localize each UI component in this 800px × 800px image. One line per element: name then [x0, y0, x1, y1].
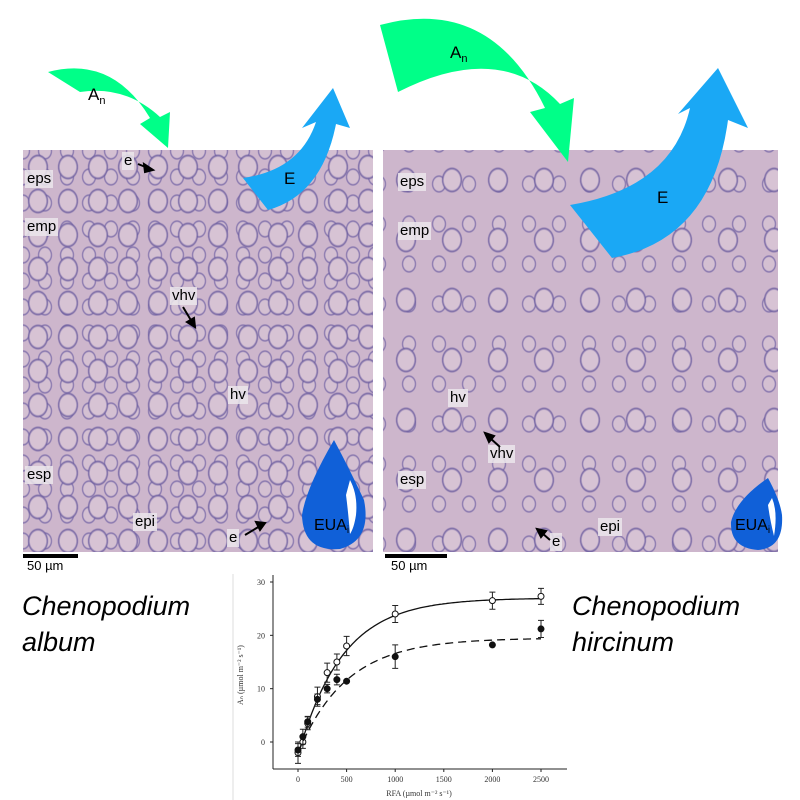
data-point-series-1 [304, 718, 312, 726]
data-point-series-0 [391, 610, 399, 618]
label-epi: epi [598, 518, 623, 536]
label-eps: eps [25, 170, 54, 188]
pointer-arrows [137, 161, 551, 541]
fit-line-series-1 [297, 638, 541, 753]
e-label-left: E [284, 169, 295, 188]
y-tick-label: 10 [257, 685, 265, 694]
e-label-right: E [657, 188, 668, 207]
scale-bar [23, 554, 78, 558]
x-axis-label: RFA (µmol m⁻² s⁻¹) [386, 789, 452, 798]
species-epithet: hircinum [572, 627, 675, 657]
arrow-icon [244, 525, 261, 536]
species-epithet: album [22, 627, 96, 657]
x-tick-label: 0 [296, 775, 300, 784]
an-arrow-icon [48, 68, 170, 148]
an-label-left: An [88, 85, 105, 107]
label-hv: hv [228, 386, 248, 404]
x-tick-label: 2000 [484, 775, 500, 784]
data-point-series-0 [537, 592, 545, 600]
an-arrow-icon [380, 18, 574, 162]
x-tick-label: 1500 [436, 775, 452, 784]
water-drop-icon: EUAi [302, 440, 366, 550]
data-point-series-1 [537, 625, 545, 633]
species-genus: Chenopodium [572, 591, 741, 621]
data-point-series-1 [391, 653, 399, 661]
data-point-series-0 [488, 597, 496, 605]
eua-label: EUAi [314, 517, 349, 536]
y-tick-label: 0 [261, 738, 265, 747]
an-label-right: An [450, 43, 467, 65]
scale-label: 50 µm [27, 558, 64, 573]
arrow-icon [535, 527, 548, 539]
scale-bar [385, 554, 447, 558]
micrograph-chenopodium-album [23, 150, 373, 552]
x-tick-label: 1000 [387, 775, 403, 784]
label-e-bottom: e [550, 533, 563, 551]
data-point-series-1 [343, 677, 351, 685]
y-tick-label: 20 [257, 631, 265, 640]
data-point-series-0 [323, 669, 331, 677]
x-tick-label: 2500 [533, 775, 549, 784]
label-eps: eps [398, 173, 427, 191]
data-point-series-0 [333, 658, 341, 666]
data-point-series-1 [294, 746, 302, 754]
label-esp: esp [398, 471, 427, 489]
label-epi: epi [133, 513, 158, 531]
eua-label: EUAi [735, 517, 770, 536]
data-point-series-1 [299, 733, 307, 741]
arrow-icon [254, 520, 267, 532]
fit-line-series-0 [297, 597, 542, 756]
label-emp: emp [25, 218, 59, 236]
species-genus: Chenopodium [22, 591, 191, 621]
arrow-icon [483, 431, 496, 444]
data-point-series-1 [323, 685, 331, 693]
label-e-top: e [122, 152, 135, 170]
label-hv: hv [448, 389, 468, 407]
x-tick-label: 500 [341, 775, 353, 784]
scale-label: 50 µm [391, 558, 428, 573]
species-name-left: Chenopodium album [22, 588, 190, 660]
label-emp: emp [398, 222, 432, 240]
y-tick-label: 30 [257, 578, 265, 587]
light-response-chart: 0 500 1000 1500 2000 2500 0 10 20 30 RFA (µmol m⁻… [232, 574, 567, 800]
data-point-series-0 [343, 642, 351, 650]
data-point-series-1 [488, 641, 496, 649]
y-axis-label: Aₙ (µmol m⁻² s⁻¹) [236, 645, 245, 705]
label-vhv: vhv [488, 445, 516, 463]
species-name-right: Chenopodium hircinum [572, 588, 740, 660]
arrow-icon [142, 161, 156, 174]
arrow-icon [185, 316, 197, 329]
e-arrow-icon [243, 88, 350, 210]
label-e-bottom: e [227, 529, 240, 547]
e-arrow-icon [570, 68, 748, 258]
label-vhv: vhv [170, 287, 198, 305]
data-point-series-1 [313, 695, 321, 703]
water-drop-icon: EUAi [730, 478, 783, 550]
label-esp: esp [25, 466, 54, 484]
data-point-series-1 [333, 676, 341, 684]
